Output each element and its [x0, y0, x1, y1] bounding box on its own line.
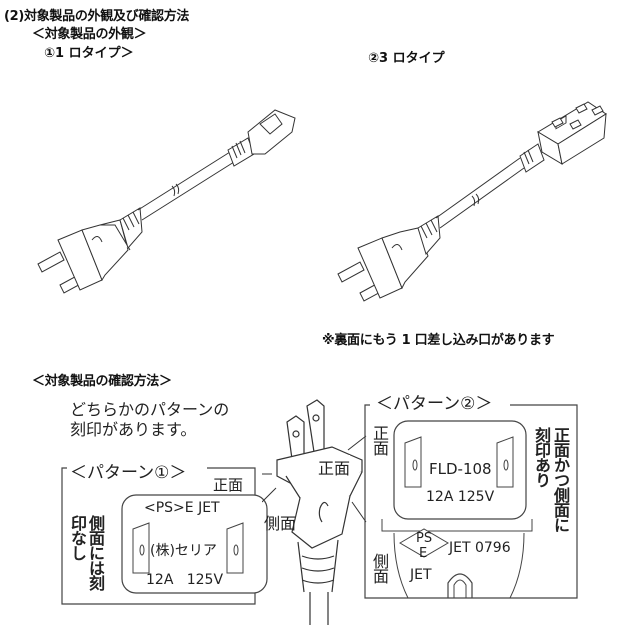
pse-bottom: E	[419, 546, 428, 561]
pattern1-marking-2: (株)セリア	[150, 543, 217, 559]
appearance-title: ＜対象製品の外観＞	[32, 27, 147, 42]
pattern2-side-jet: JET	[410, 567, 432, 583]
type3-label: ②3 ロタイプ	[368, 51, 445, 66]
check-method-title: ＜対象製品の確認方法＞	[32, 374, 172, 389]
pattern1-title: ＜パターン①＞	[68, 458, 189, 483]
power-cord-single-outlet-icon	[37, 109, 296, 294]
pattern2-title: ＜パターン②＞	[374, 389, 495, 414]
pse-diamond	[399, 528, 449, 558]
type1-label: ①1 ロタイプ＞	[44, 46, 134, 61]
pattern2-front-label: 正面	[370, 425, 389, 455]
two-prong-plug-icon	[262, 399, 367, 625]
pattern2-box	[364, 404, 578, 599]
pattern2-right-note-b: 刻印あり	[532, 427, 551, 487]
section-title: (2)対象製品の外観及び確認方法	[4, 9, 190, 24]
pattern1-box	[61, 467, 268, 605]
pse-top: PS	[416, 531, 433, 546]
pattern2-model: FLD-108	[429, 460, 492, 478]
pattern1-front-label: 正面	[213, 476, 244, 494]
power-cord-triple-outlet-icon	[337, 101, 607, 302]
intro-text: どちらかのパターンの 刻印があります。	[70, 400, 230, 439]
pattern1-marking-3: 12A 125V	[146, 572, 224, 588]
plug-side-label: 側面	[264, 514, 297, 533]
pattern2-face-outline	[393, 420, 527, 520]
pattern2-right-note-a: 正面かつ側面に	[551, 427, 570, 532]
pattern1-side-note: 側面には刻印なし	[68, 515, 105, 590]
pattern2-side-marking: JET 0796	[449, 540, 511, 556]
rear-outlet-note: ※裏面にもう 1 口差し込み口があります	[322, 333, 555, 348]
pattern2-side-label: 側面	[370, 553, 389, 583]
pattern2-rating: 12A 125V	[426, 489, 495, 505]
plug-front-label: 正面	[318, 455, 351, 479]
pattern1-marking-1: <PS>E JET	[144, 500, 220, 516]
